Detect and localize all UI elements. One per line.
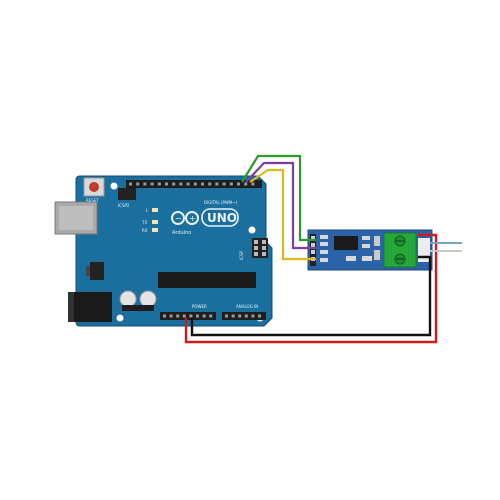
- smd-component: [346, 256, 356, 261]
- capacitor: [139, 290, 157, 308]
- header-pin: [193, 182, 197, 186]
- header-pin: [251, 314, 255, 318]
- brand-label: Arduino: [172, 230, 191, 236]
- board-pcb: [75, 175, 273, 327]
- smd-component: [374, 236, 380, 246]
- smd-component: [320, 235, 328, 239]
- header-pin: [258, 314, 261, 318]
- uno-badge: [201, 208, 239, 227]
- header-pin: [251, 182, 255, 186]
- led-rx: [152, 228, 158, 232]
- header-pin: [225, 314, 228, 318]
- smd-component: [320, 242, 328, 246]
- capacitor: [119, 290, 137, 308]
- header-pin: [237, 182, 240, 186]
- header-pin: [231, 314, 235, 318]
- logo-plus: +: [189, 214, 196, 223]
- wire-yellow: [249, 168, 316, 261]
- smd-component: [362, 236, 370, 240]
- header-pin: [163, 314, 166, 318]
- dc-power-jack: [68, 292, 112, 322]
- smd-component: [320, 250, 328, 254]
- led-rx-label: RX: [142, 228, 148, 233]
- smd-component: [374, 250, 380, 260]
- header-pin: [172, 182, 176, 186]
- led-tx-label: TX: [141, 220, 147, 225]
- header-pin: [186, 182, 190, 186]
- header-pin: [179, 182, 183, 186]
- header-pin: [244, 182, 248, 186]
- icsp2-label: ICSP2: [118, 203, 130, 208]
- logo-minus: −: [175, 214, 182, 223]
- header-pin: [150, 182, 154, 186]
- usb-connector-inner: [59, 206, 93, 230]
- reset-label: RESET: [86, 198, 99, 203]
- header-pin: [209, 314, 213, 318]
- header-pin: [202, 314, 206, 318]
- header-pin: [244, 314, 248, 318]
- dc-power-jack-edge: [68, 292, 74, 322]
- rs485-module: [307, 229, 433, 271]
- logo-loop-left: [171, 211, 185, 225]
- header-pin: [238, 314, 242, 318]
- header-pin: [222, 182, 226, 186]
- atmega-chip: [158, 272, 256, 288]
- header-pin: [157, 182, 161, 186]
- smd-component: [362, 244, 370, 248]
- header-pin: [169, 314, 173, 318]
- icsp2-header: [118, 188, 136, 200]
- analog-label: ANALOG IN: [236, 304, 258, 309]
- uno-label: UNO: [207, 211, 237, 225]
- module-right-pins: [418, 238, 430, 262]
- header-pin: [196, 314, 199, 318]
- digital-label: DIGITAL (PWM~): [204, 200, 238, 205]
- arduino-logo: − + UNO Arduino: [171, 208, 239, 236]
- header-pin: [215, 182, 219, 186]
- arduino-uno-board: RESET ICSP2 DIGITAL (PWM~) L TX RX − + U…: [54, 175, 273, 327]
- smd-component: [362, 256, 372, 261]
- mounting-hole: [248, 226, 256, 234]
- wires: [184, 154, 462, 344]
- capacitor-base: [122, 305, 154, 311]
- analog-header: [222, 312, 266, 320]
- mounting-hole: [110, 182, 118, 190]
- led-l: [152, 208, 158, 212]
- mounting-hole: [116, 314, 124, 322]
- reset-button-cap[interactable]: [89, 182, 99, 192]
- header-pin: [189, 314, 193, 318]
- header-pin: [129, 182, 132, 186]
- rs485-chip: [334, 236, 358, 250]
- icsp-label: ICSP: [239, 250, 244, 260]
- power-analog-pins: [163, 314, 261, 318]
- power-header: [160, 312, 216, 320]
- power-label: POWER: [192, 304, 207, 309]
- led-tx: [152, 220, 158, 224]
- led-l-label: L: [146, 208, 149, 213]
- wire-black: [190, 255, 432, 337]
- header-pin: [201, 182, 204, 186]
- wire-green: [241, 154, 316, 242]
- header-pin: [136, 182, 140, 186]
- header-pin: [229, 182, 233, 186]
- header-pin: [143, 182, 147, 186]
- header-pin: [208, 182, 212, 186]
- header-pin: [176, 314, 180, 318]
- regulator-tab: [86, 266, 90, 276]
- digital-header-pins: [129, 182, 255, 186]
- logo-loop-right: [185, 211, 199, 225]
- smd-component: [320, 258, 328, 262]
- header-pin: [165, 182, 168, 186]
- voltage-regulator: [90, 262, 104, 280]
- status-leds: L TX RX: [141, 208, 158, 233]
- header-pin: [182, 314, 186, 318]
- wire-red: [184, 233, 438, 344]
- icsp-pins: [254, 240, 266, 256]
- wire-purple: [245, 161, 316, 250]
